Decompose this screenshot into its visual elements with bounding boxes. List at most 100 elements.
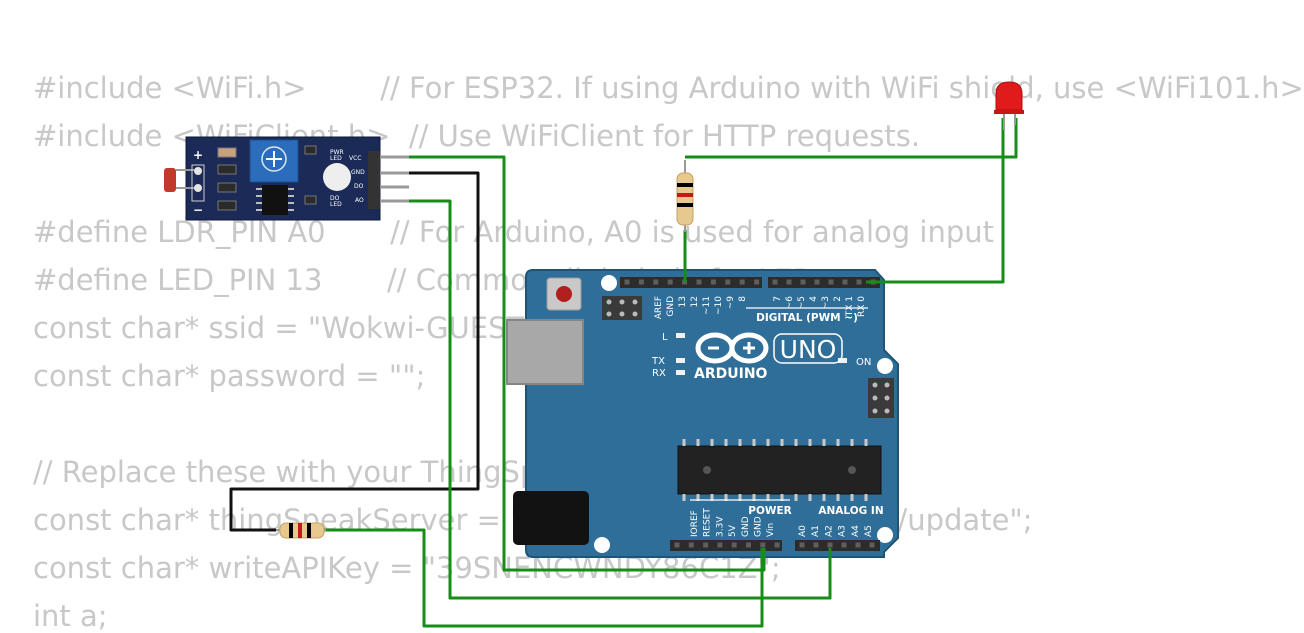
wire-led-resistor-top[interactable] [685, 118, 1018, 159]
header-pin-hole[interactable] [827, 542, 833, 548]
header-pin-hole[interactable] [842, 279, 848, 285]
ldr-pin-label-vcc: VCC [349, 155, 361, 162]
led-label-rx: RX [652, 368, 666, 379]
ldr-sensor-module[interactable]: + − PWR LED DO LED VCC GND DO AO [164, 136, 409, 221]
resistor-band [677, 203, 693, 207]
uno-badge [773, 333, 843, 364]
ldr-resistor[interactable] [276, 522, 326, 539]
wire-resistor-to-gnd[interactable] [322, 528, 764, 628]
ldr-pin-header [368, 151, 380, 209]
ldr-pin-label-gnd: GND [351, 169, 365, 176]
pin-label: A0 [798, 525, 808, 537]
led-resistor[interactable] [676, 160, 694, 232]
header-pin-hole[interactable] [869, 542, 875, 548]
pin-label: AREF [654, 296, 664, 319]
wire-gnd-to-resistor[interactable] [229, 171, 480, 532]
pin-label: ~6 [785, 296, 795, 310]
header-pin-hole[interactable] [786, 279, 792, 285]
header-pin-hole[interactable] [739, 279, 745, 285]
header-pin-hole[interactable] [754, 279, 760, 285]
wire-led-cathode-to-gnd[interactable] [866, 118, 1005, 284]
resistor-band [307, 523, 311, 538]
pin-label: ~10 [714, 296, 724, 315]
header-pin-hole[interactable] [799, 542, 805, 548]
led-label-on: ON [856, 357, 871, 368]
header-pin-hole[interactable] [717, 542, 723, 548]
pin-label: Vin [766, 523, 776, 537]
header-pin-hole[interactable] [828, 279, 834, 285]
module-led [323, 163, 351, 191]
pwr-led-label: LED [330, 155, 342, 162]
header-pin-hole[interactable] [710, 279, 716, 285]
header-pin-hole[interactable] [760, 542, 766, 548]
pin-label: 4 [809, 296, 819, 302]
header-pin-hole[interactable] [667, 279, 673, 285]
header-pin-hole[interactable] [688, 542, 694, 548]
header-pin-hole[interactable] [696, 279, 702, 285]
reset-button-cap[interactable] [556, 286, 572, 302]
header-pin-hole[interactable] [814, 279, 820, 285]
mounting-hole [877, 527, 893, 543]
wires [229, 118, 1018, 628]
pin-label: A3 [838, 525, 848, 537]
pin-label: 12 [690, 296, 700, 307]
pin-label: RX 0 [857, 296, 867, 317]
code-line: int a; [33, 599, 108, 633]
header-pin-hole[interactable] [841, 542, 847, 548]
analog-header[interactable] [795, 540, 880, 551]
icsp-header-top [602, 296, 642, 320]
wire-ao-to-a1[interactable] [408, 199, 832, 600]
digital-header-label: DIGITAL (PWM ~) [756, 312, 858, 324]
ldr-pin-label-ao: AO [355, 197, 364, 204]
header-pin-hole[interactable] [638, 279, 644, 285]
header-pin-hole[interactable] [774, 542, 780, 548]
header-pin-hole[interactable] [731, 542, 737, 548]
header-pin-hole[interactable] [703, 542, 709, 548]
analog-header-label: ANALOG IN [818, 505, 883, 517]
resistor-band [289, 523, 293, 538]
do-led-label: LED [330, 201, 342, 208]
header-pin-hole[interactable] [813, 542, 819, 548]
pin-label: 7 [773, 296, 783, 302]
header-pin-hole[interactable] [653, 279, 659, 285]
pin-label: GND [741, 516, 751, 537]
header-pin-hole[interactable] [674, 542, 680, 548]
pin-label: GND [666, 296, 676, 317]
pin-label: 13 [678, 296, 688, 307]
header-pin-hole[interactable] [856, 279, 862, 285]
code-line: const char* writeAPIKey = "39SNENCWNDY86… [33, 551, 781, 585]
code-line: #include <WiFi.h> // For ESP32. If using… [33, 71, 1304, 105]
header-pin-hole[interactable] [772, 279, 778, 285]
board-model: UNO [780, 335, 837, 364]
pin-label: ~3 [821, 296, 831, 309]
header-pin-hole[interactable] [855, 542, 861, 548]
mounting-hole [601, 275, 617, 291]
pin-label: A4 [851, 525, 861, 537]
code-line: const char* password = ""; [33, 359, 426, 393]
digital-header[interactable] [620, 277, 880, 288]
pin-label: ~9 [726, 296, 736, 310]
pin-label: ~11 [702, 296, 712, 315]
pwr-led-label: PWR [330, 149, 344, 156]
wire-vcc-to-5v[interactable] [408, 155, 766, 572]
power-header[interactable] [670, 540, 782, 551]
pin-label: A5 [864, 525, 874, 537]
usb-connector [506, 319, 584, 385]
header-pin-hole[interactable] [800, 279, 806, 285]
pin-label: A2 [824, 525, 834, 537]
pin-label: 8 [738, 296, 748, 302]
ldr-pin-label-do: DO [354, 183, 364, 190]
header-pin-hole[interactable] [624, 279, 630, 285]
resistor-band [677, 193, 693, 197]
header-pin-hole[interactable] [725, 279, 731, 285]
header-pin-hole[interactable] [746, 542, 751, 548]
red-led[interactable] [994, 81, 1024, 130]
icsp-header-right [868, 378, 894, 418]
pin-label: ~5 [797, 296, 807, 309]
board-brand: ARDUINO [694, 366, 768, 382]
pin-label: GND [754, 516, 764, 537]
